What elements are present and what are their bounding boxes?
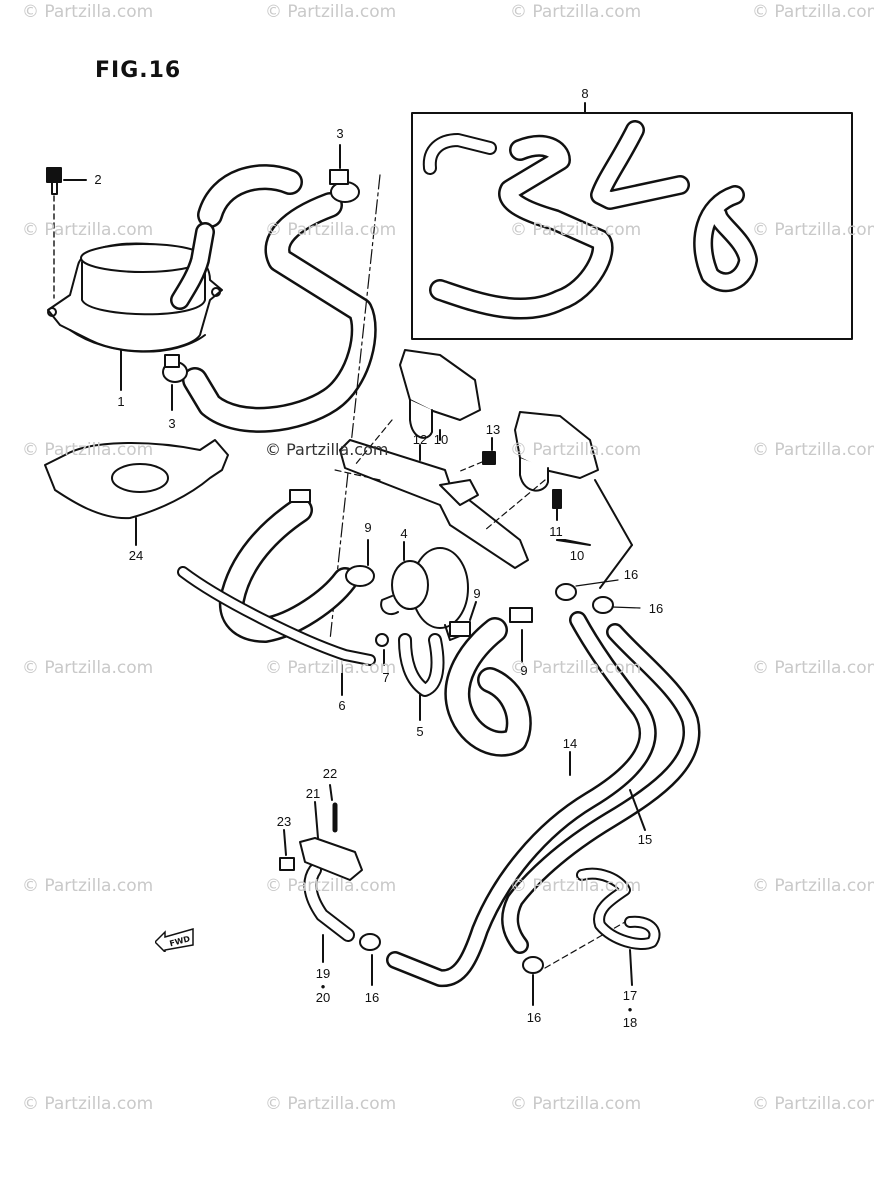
part-10-reed-valve-right [514,411,599,492]
callout-bullet: • [320,979,326,994]
callout-7: 7 [382,670,390,685]
center-watermark: © Partzilla.com [265,440,389,459]
callout-23: 23 [276,814,292,829]
part-3-clamp-bottom [162,354,188,383]
callout-12: 12 [412,432,428,447]
watermark: © Partzilla.com [22,220,154,240]
watermark: © Partzilla.com [752,658,874,678]
callout-9: 9 [364,520,372,535]
part-16-clamp-a [555,583,577,601]
part-16-clamp-c [359,933,381,951]
part-9-clamp-left [289,489,311,503]
part-24-bracket [44,439,229,520]
callout-bullet: • [627,1002,633,1017]
watermark: © Partzilla.com [510,440,642,460]
callout-1: 1 [117,394,125,409]
callout-5: 5 [416,724,424,739]
callout-24: 24 [128,548,144,563]
part-21-gasket [299,837,363,881]
part-10-reed-valve-upper [399,349,481,439]
watermark: © Partzilla.com [22,658,154,678]
callout-10: 10 [569,548,585,563]
figure-title: FIG.16 [95,58,182,83]
watermark: © Partzilla.com [752,2,874,22]
callout-22: 22 [322,766,338,781]
watermark: © Partzilla.com [752,876,874,896]
callout-21: 21 [305,786,321,801]
watermark: © Partzilla.com [752,220,874,240]
watermark: © Partzilla.com [265,1094,397,1114]
watermark: © Partzilla.com [265,876,397,896]
watermark: © Partzilla.com [22,876,154,896]
callout-15: 15 [637,832,653,847]
watermark: © Partzilla.com [752,1094,874,1114]
callout-16: 16 [648,601,664,616]
watermark: © Partzilla.com [752,440,874,460]
callout-3: 3 [168,416,176,431]
watermark: © Partzilla.com [510,2,642,22]
part-11-bolt [552,489,562,509]
callout-3: 3 [336,126,344,141]
part-7-plug [375,633,389,647]
part-4-control-valve [380,547,469,641]
callout-13: 13 [485,422,501,437]
callout-16: 16 [623,567,639,582]
part-23-nut [279,857,295,871]
part-9-clamp-right-a [449,621,471,637]
watermark: © Partzilla.com [510,220,642,240]
callout-17: 17 [622,988,638,1003]
callout-18: 18 [622,1015,638,1030]
callout-8: 8 [581,86,589,101]
watermark: © Partzilla.com [22,2,154,22]
watermark: © Partzilla.com [510,876,642,896]
part-8-hose-kit-box [411,112,853,340]
callout-11: 11 [549,524,563,539]
callout-20: 20 [315,990,331,1005]
watermark: © Partzilla.com [265,2,397,22]
part-16-clamp-d [522,956,544,974]
watermark: © Partzilla.com [22,440,154,460]
watermark: © Partzilla.com [265,220,397,240]
watermark: © Partzilla.com [510,1094,642,1114]
watermark: © Partzilla.com [510,658,642,678]
part-16-clamp-b [592,596,614,614]
watermark: © Partzilla.com [265,658,397,678]
part-9-clamp-center [345,565,375,587]
callout-19: 19 [315,966,331,981]
part-12-bracket-plate [339,439,529,569]
callout-9: 9 [473,586,481,601]
watermark: © Partzilla.com [22,1094,154,1114]
callout-2: 2 [94,172,102,187]
part-9-clamp-right-b [509,607,533,623]
fwd-arrow-icon: FWD [155,928,194,952]
part-13-bolt [457,451,496,473]
part-3-clamp-top [329,169,360,203]
callout-10: 10 [433,432,449,447]
callout-16: 16 [526,1010,542,1025]
callout-9: 9 [520,663,528,678]
callout-14: 14 [562,736,578,751]
callout-6: 6 [338,698,346,713]
callout-16: 16 [364,990,380,1005]
callout-4: 4 [400,526,408,541]
part-2-bolt [46,167,87,299]
